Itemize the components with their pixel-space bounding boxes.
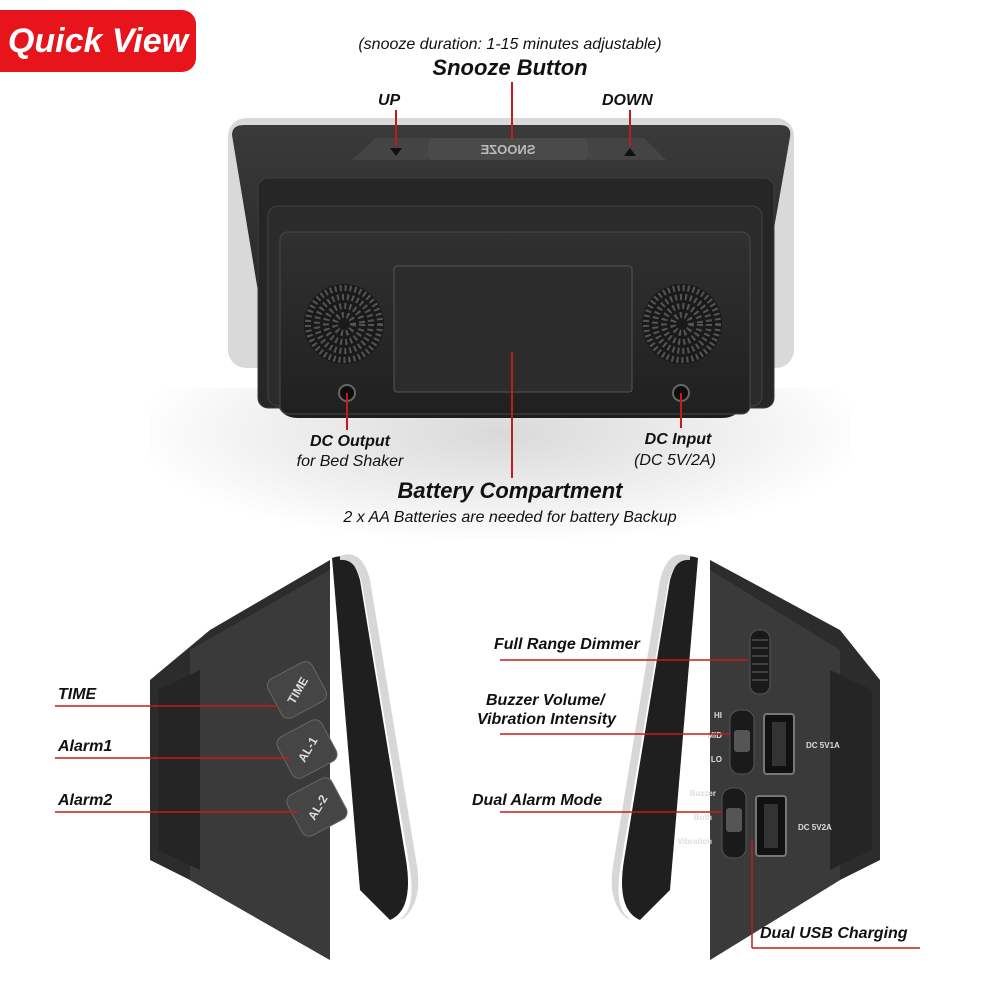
usb-port-1-tongue bbox=[772, 722, 786, 766]
volume-label-line1: Buzzer Volume/ bbox=[486, 692, 605, 709]
alarm1-label: Alarm1 bbox=[58, 738, 113, 755]
time-label: TIME bbox=[58, 686, 97, 703]
usb1-label: DC 5V1A bbox=[806, 741, 840, 750]
time-button[interactable]: TIME bbox=[265, 659, 330, 721]
switch-both-label: Both bbox=[694, 813, 712, 822]
snooze-button bbox=[428, 138, 588, 160]
switch-mid-label: MID bbox=[707, 731, 722, 740]
volume-switch-knob bbox=[734, 730, 750, 752]
snooze-note: (snooze duration: 1-15 minutes adjustabl… bbox=[358, 36, 662, 53]
snooze-title: Snooze Button bbox=[432, 55, 588, 80]
right-front-bezel bbox=[622, 556, 698, 920]
dimmer-label: Full Range Dimmer bbox=[494, 636, 640, 653]
mode-label: Dual Alarm Mode bbox=[472, 792, 603, 809]
switch-vibration-label: Vibration bbox=[677, 837, 712, 846]
left-housing-step bbox=[158, 670, 200, 870]
rear-view-illustration: SNOOZE bbox=[228, 82, 794, 478]
switch-buzzer-label: Buzzer bbox=[690, 789, 716, 798]
dc-output-title: DC Output bbox=[310, 433, 390, 450]
left-side-illustration: TIME AL-1 AL-2 bbox=[55, 554, 419, 960]
usb-port-2-tongue bbox=[764, 804, 778, 848]
alarm2-label: Alarm2 bbox=[58, 792, 113, 809]
down-label: DOWN bbox=[602, 92, 653, 109]
right-side-illustration: HI MID LO Buzzer Both Vibration DC 5V1A … bbox=[500, 554, 920, 960]
usb-label: Dual USB Charging bbox=[760, 925, 908, 942]
snooze-button-text: SNOOZE bbox=[480, 142, 535, 157]
down-button bbox=[588, 138, 666, 160]
speaker-right bbox=[642, 284, 722, 364]
usb2-label: DC 5V2A bbox=[798, 823, 832, 832]
left-front-bezel bbox=[332, 556, 408, 920]
speaker-left bbox=[304, 284, 384, 364]
dc-input-sub: (DC 5V/2A) bbox=[634, 452, 716, 469]
up-arrow-icon bbox=[390, 148, 402, 156]
al2-button[interactable]: AL-2 bbox=[284, 775, 350, 839]
switch-lo-label: LO bbox=[711, 755, 722, 764]
battery-title: Battery Compartment bbox=[397, 478, 623, 503]
volume-label-line2: Vibration Intensity bbox=[477, 711, 616, 728]
up-button bbox=[352, 138, 428, 160]
mode-switch-knob bbox=[726, 808, 742, 832]
down-arrow-icon bbox=[624, 148, 636, 156]
dimmer-wheel bbox=[749, 629, 771, 695]
al1-button[interactable]: AL-1 bbox=[274, 717, 340, 781]
quick-view-badge: Quick View bbox=[0, 10, 196, 72]
up-label: UP bbox=[378, 92, 401, 109]
dc-input-title: DC Input bbox=[644, 431, 712, 448]
battery-sub: 2 x AA Batteries are needed for battery … bbox=[343, 509, 677, 526]
dc-output-sub: for Bed Shaker bbox=[296, 453, 404, 470]
right-housing-step bbox=[830, 670, 872, 870]
switch-hi-label: HI bbox=[714, 711, 722, 720]
